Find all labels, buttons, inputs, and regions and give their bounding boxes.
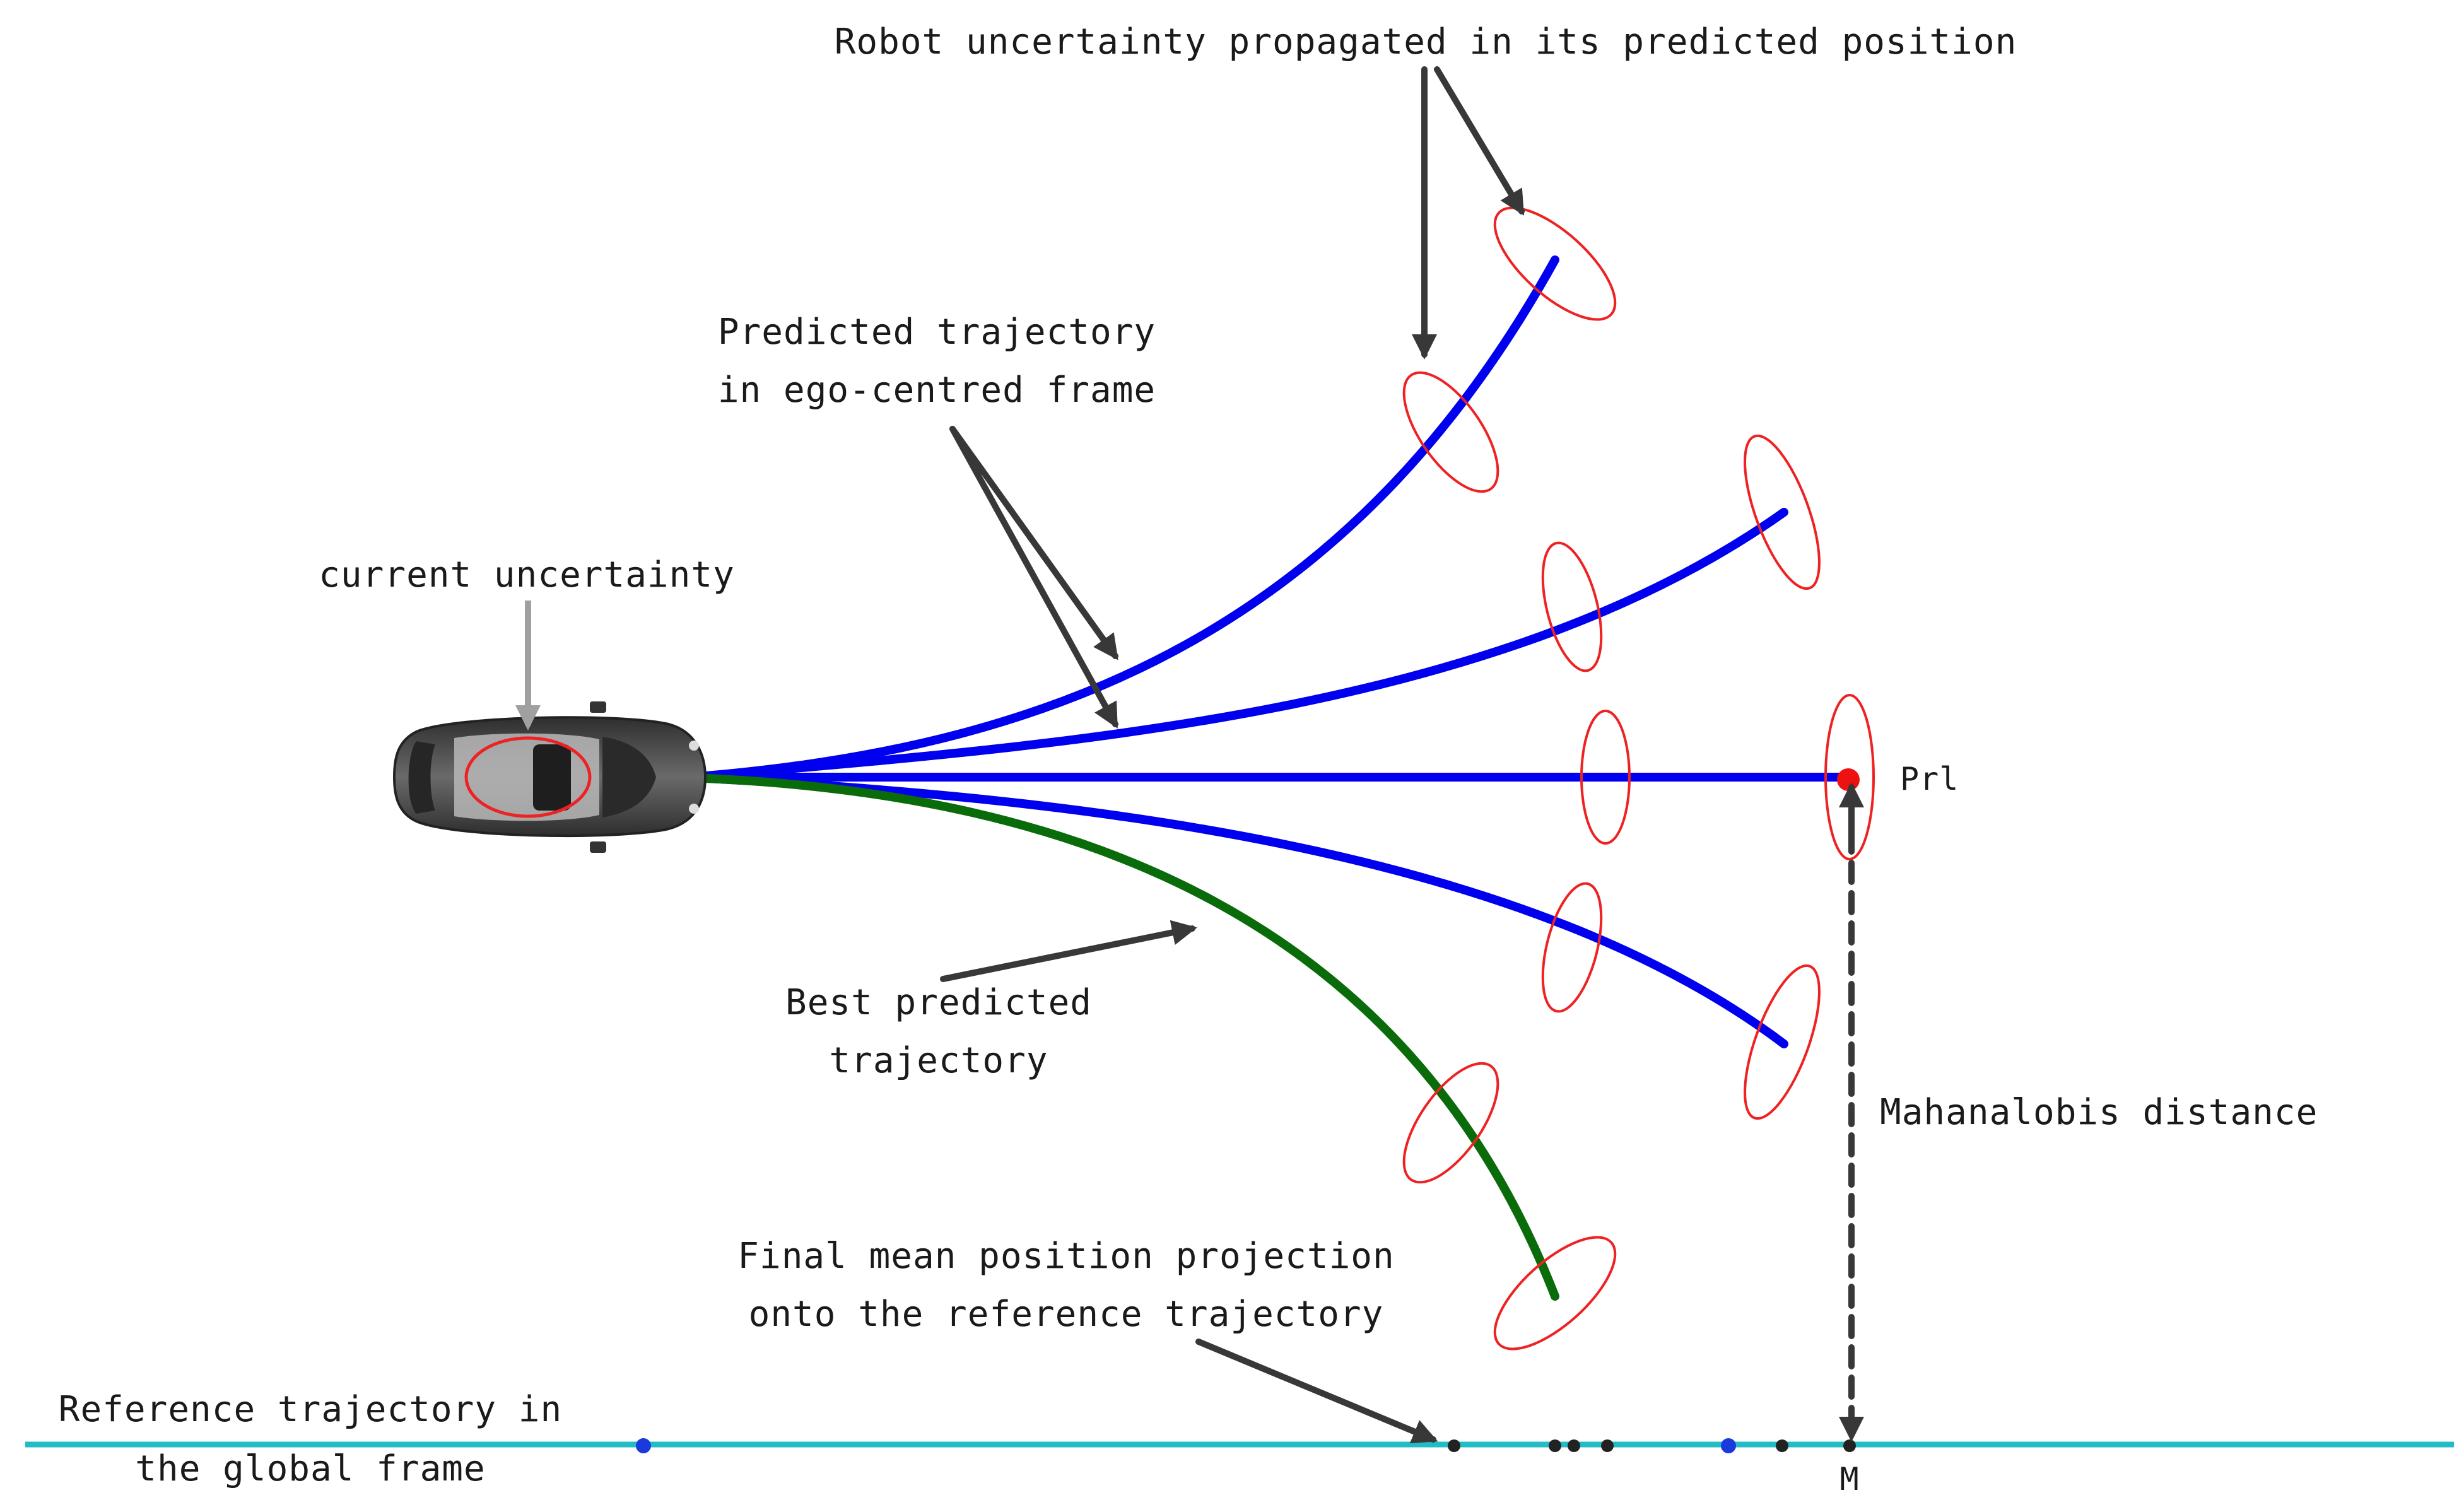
uncertainty-ellipse xyxy=(1493,1236,1617,1351)
current-uncertainty-ellipse xyxy=(464,736,592,818)
reference-point xyxy=(1568,1439,1580,1452)
annotation-arrows xyxy=(940,66,1864,1444)
label-m: M xyxy=(1839,1461,1859,1497)
label-reference-line2: the global frame xyxy=(135,1448,485,1489)
uncertainty-ellipse xyxy=(1824,694,1875,860)
uncertainty-ellipse xyxy=(1541,541,1603,672)
arrow-final-projection xyxy=(1195,1339,1438,1444)
uncertainty-ellipse xyxy=(1402,371,1499,493)
car-top-view-icon xyxy=(392,701,707,853)
reference-point xyxy=(636,1438,651,1453)
arrow-best-trajectory xyxy=(940,920,1197,982)
arrow-predicted-1 xyxy=(949,426,1118,660)
reference-point xyxy=(1601,1439,1614,1452)
label-robot-uncertainty: Robot uncertainty propagated in its pred… xyxy=(835,21,2017,62)
reference-point-m xyxy=(1843,1439,1856,1452)
uncertainty-ellipse xyxy=(1744,434,1821,590)
label-best-line1: Best predicted xyxy=(785,982,1092,1023)
label-current-uncertainty: current uncertainty xyxy=(319,554,735,595)
uncertainty-ellipse xyxy=(1744,964,1821,1120)
uncertainty-ellipse xyxy=(1402,1062,1499,1184)
label-prl: Prl xyxy=(1900,761,1959,797)
predicted-trajectories xyxy=(702,255,1854,1048)
uncertainty-ellipse xyxy=(1493,206,1617,321)
label-final-line1: Final mean position projection xyxy=(737,1236,1394,1277)
uncertainty-ellipse xyxy=(1541,882,1603,1013)
best-predicted-trajectory xyxy=(702,774,1559,1301)
label-predicted-line2: in ego-centred frame xyxy=(718,370,1156,411)
reference-point xyxy=(1721,1438,1736,1453)
label-reference-line1: Reference trajectory in xyxy=(59,1389,562,1430)
predicted-trajectory-top xyxy=(702,255,1559,780)
label-mahalanobis: Mahanalobis distance xyxy=(1880,1092,2318,1133)
uncertainty-ellipses xyxy=(1402,206,1875,1351)
label-best-line2: trajectory xyxy=(829,1040,1048,1081)
reference-point xyxy=(1448,1439,1460,1452)
reference-point xyxy=(1776,1439,1788,1452)
predicted-trajectory-lower xyxy=(702,774,1788,1048)
arrow-robot-uncertainty-2 xyxy=(1434,66,1525,216)
label-predicted-line1: Predicted trajectory xyxy=(718,312,1156,353)
uncertainty-ellipse xyxy=(1580,710,1631,845)
reference-points xyxy=(636,1438,1856,1453)
arrow-predicted-2 xyxy=(949,426,1118,729)
predicted-trajectory-upper xyxy=(702,508,1788,780)
reference-point xyxy=(1549,1439,1561,1452)
label-final-line2: onto the reference trajectory xyxy=(749,1294,1384,1335)
